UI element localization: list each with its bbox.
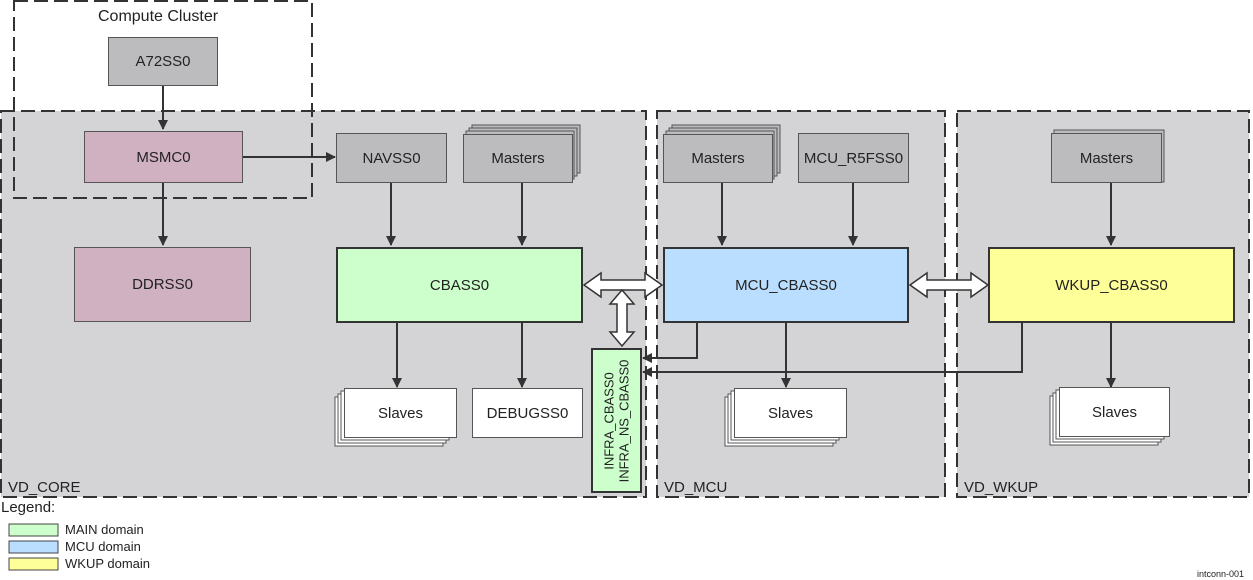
legend-swatch-mcu xyxy=(8,540,59,554)
compute-cluster-label: Compute Cluster xyxy=(98,8,219,25)
legend-swatch-wkup xyxy=(8,557,59,571)
masters-mcu-block: Masters xyxy=(663,134,773,183)
mcu-cbass0-block: MCU_CBASS0 xyxy=(663,247,909,323)
slaves-mcu-block: Slaves xyxy=(734,388,847,438)
cbass0-block: CBASS0 xyxy=(336,247,583,323)
ddrss0-block: DDRSS0 xyxy=(74,247,251,322)
arrow-mcu-cbass-infra xyxy=(642,322,698,363)
vd-wkup-label: VD_WKUP xyxy=(964,479,1039,496)
wkup-cbass0-block: WKUP_CBASS0 xyxy=(988,247,1235,323)
navss0-block: NAVSS0 xyxy=(336,133,447,183)
a72ss0-block: A72SS0 xyxy=(108,37,218,86)
masters-core-block: Masters xyxy=(463,134,573,183)
infra-cbass0-label: INFRA_CBASS0 xyxy=(601,371,617,470)
legend-label-main: MAIN domain xyxy=(65,522,144,537)
bidir-arrow-mcu-wkup xyxy=(908,271,990,299)
slaves-core-block: Slaves xyxy=(344,388,457,438)
bidir-arrow-cbass-infra xyxy=(608,288,636,348)
debugss0-block: DEBUGSS0 xyxy=(472,388,583,438)
legend-swatch-main xyxy=(8,523,59,537)
legend-label-mcu: MCU domain xyxy=(65,539,141,554)
figure-id: intconn-001 xyxy=(1197,569,1245,579)
legend-title: Legend: xyxy=(1,499,56,516)
bidir-arrow-cbass-mcu xyxy=(582,271,664,299)
arrow-wkup-cbass-infra xyxy=(642,322,1023,377)
infra-cbass-block: INFRA_CBASS0 INFRA_NS_CBASS0 xyxy=(591,348,642,493)
vd-mcu-label: VD_MCU xyxy=(664,479,728,496)
masters-wkup-block: Masters xyxy=(1051,133,1162,183)
mcu-r5fss0-block: MCU_R5FSS0 xyxy=(798,133,909,183)
msmc0-block: MSMC0 xyxy=(84,131,243,183)
infra-ns-cbass0-label: INFRA_NS_CBASS0 xyxy=(616,359,632,482)
legend-label-wkup: WKUP domain xyxy=(65,556,151,571)
vd-core-label: VD_CORE xyxy=(8,479,81,496)
slaves-wkup-block: Slaves xyxy=(1059,387,1170,437)
